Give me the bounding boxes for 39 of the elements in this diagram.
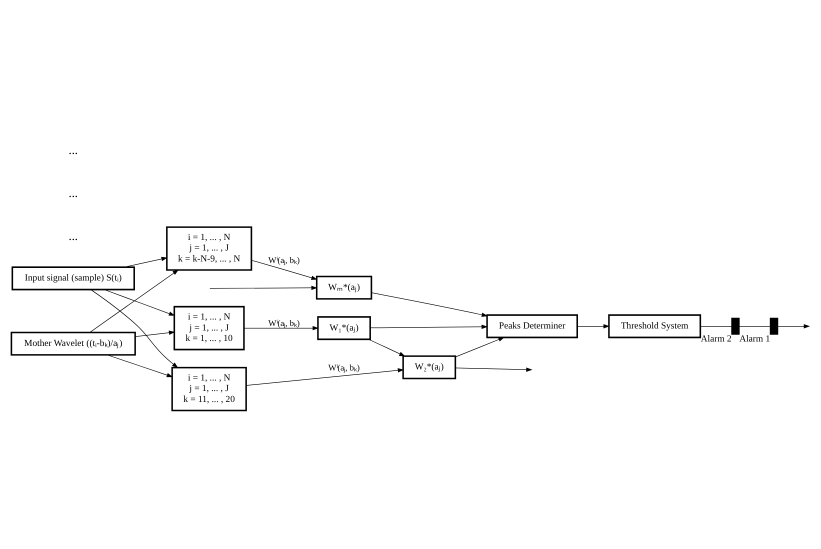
node-box: i = 1, ... , N j = 1, ... , J k = 1, ... , 10 — [174, 306, 245, 350]
label: ... — [68, 228, 78, 243]
node-box: Mother Wavelet ((tᵢ-bₖ)/aⱼ) — [10, 332, 136, 356]
arrow — [370, 324, 488, 329]
node-box: Wₘ*(aⱼ) — [316, 276, 372, 300]
edge-label: Wⁱ(aⱼ, bₖ) — [268, 318, 300, 328]
node-box: Input signal (sample) S(tᵢ) — [12, 266, 135, 290]
arrow — [251, 260, 318, 280]
node-box: W₁*(aⱼ) — [317, 316, 371, 340]
connector — [738, 326, 771, 327]
arrow — [244, 326, 319, 330]
node-label: Alarm 1 — [739, 334, 770, 344]
node-box: W₂*(aⱼ) — [402, 355, 456, 380]
arrow — [371, 292, 488, 317]
arrow — [455, 367, 532, 372]
node-box: i = 1, ... , N j = 1, ... , J k = 11, ... , 20 — [171, 366, 247, 412]
label: ... — [68, 186, 78, 200]
edge-label: Wⁱ(aⱼ, bₖ) — [328, 362, 360, 373]
node-bar — [731, 318, 740, 335]
arrow — [106, 354, 173, 378]
arrow — [210, 286, 318, 290]
arrow — [246, 368, 404, 386]
node-box: i = 1, ... , N j = 1, ... , J k = k-N-9, ... , N — [166, 226, 252, 271]
edge-label: Wⁱ(aⱼ, bₖ) — [268, 254, 300, 265]
arrow — [777, 324, 810, 328]
arrow — [124, 256, 168, 268]
arrow — [576, 324, 610, 328]
arrow — [134, 330, 176, 337]
connector — [700, 326, 732, 327]
node-bar — [770, 318, 778, 335]
label: ... — [68, 143, 78, 158]
arrow — [104, 289, 176, 316]
node-box: Peaks Determiner — [486, 314, 578, 338]
node-box: Threshold System — [608, 314, 702, 338]
arrow — [455, 337, 505, 358]
node-label: Alarm 2 — [700, 334, 732, 344]
arrow — [90, 289, 178, 368]
arrow — [90, 270, 179, 333]
arrow — [368, 339, 406, 356]
